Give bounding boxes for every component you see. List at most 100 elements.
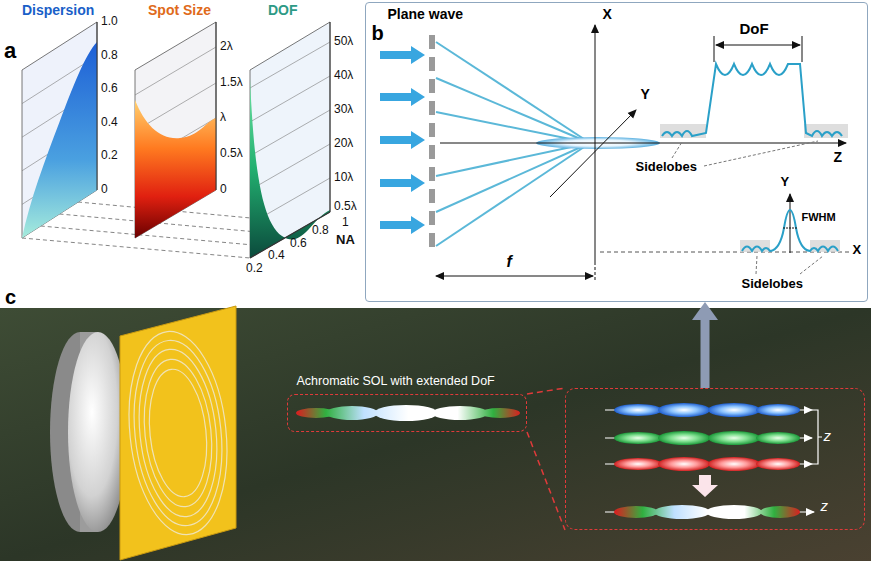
tick-label: 20λ (334, 137, 353, 151)
axis-line (330, 22, 331, 212)
plate (120, 306, 236, 560)
arrow-head (692, 302, 718, 320)
sidelobe-shade (740, 240, 770, 252)
beam-lobe (654, 505, 710, 519)
plot-title: DOF (268, 2, 298, 18)
ring (143, 366, 212, 499)
dof-bracket (716, 45, 800, 46)
beam-lobe (760, 506, 800, 518)
plot-title: Dispersion (22, 2, 94, 18)
psf-curve (742, 210, 838, 251)
ray (436, 143, 590, 246)
grid-line (250, 42, 330, 88)
dimension-label: FWHM (802, 211, 836, 224)
beam-lobe (658, 431, 710, 445)
intensity-curve (662, 64, 842, 136)
metalens-mask (429, 35, 435, 252)
tick-label: 30λ (334, 103, 353, 117)
ring (137, 356, 218, 510)
focal-tick (595, 262, 596, 280)
leader-line (704, 141, 818, 166)
plane-wave-arrows (380, 46, 425, 234)
ring (120, 327, 237, 540)
tick-label: 0.5λ (220, 147, 243, 161)
x-axis (595, 25, 596, 262)
wave-arrow (380, 174, 425, 192)
dof-curve (250, 78, 330, 258)
dispersion-panel (22, 22, 97, 238)
ray (436, 42, 590, 143)
tick-label: 0.2 (246, 262, 263, 276)
tick-label: 0.4 (101, 116, 118, 130)
tick-label: 0.8 (312, 224, 329, 238)
beam-lobe (658, 457, 710, 471)
axial-profile (660, 36, 848, 166)
panel-letter: b (372, 22, 384, 45)
transverse-profile (600, 194, 849, 274)
blue-beam (614, 403, 800, 417)
beam-lobe (708, 403, 760, 417)
grid-line (135, 47, 216, 95)
beam-lobe (326, 406, 378, 420)
beam-lobe (614, 432, 662, 444)
color-beams (605, 403, 822, 519)
grid-line (250, 76, 330, 122)
focal-length-arrow (436, 276, 593, 277)
plot-title: Spot Size (148, 2, 211, 18)
panel-letter: a (4, 38, 16, 63)
sidelobe-shade (810, 240, 840, 252)
disc-face (68, 332, 128, 532)
tick-label: 10λ (334, 171, 353, 185)
beam-lobe (480, 408, 520, 418)
na-axis (250, 212, 330, 258)
merge-arrow (692, 475, 718, 497)
dashed-frame: Achromatic SOL with extended DoF (287, 394, 527, 432)
ring (126, 336, 231, 530)
tick-label: 50λ (334, 35, 353, 49)
axis-name: Y (641, 86, 650, 102)
ring (131, 345, 224, 520)
axis-title: Plane wave (388, 6, 464, 22)
panel-plane (250, 22, 330, 258)
panel-plane (22, 22, 97, 238)
grid-line (250, 110, 330, 156)
beam-lobe (374, 405, 438, 421)
dof-tick (802, 36, 803, 62)
wave-arrow (380, 131, 425, 149)
z-axis (440, 143, 846, 144)
tick-label: 1 (342, 216, 349, 230)
beam-lobe (756, 458, 800, 470)
ray (436, 78, 590, 143)
leader-line (800, 256, 823, 274)
beam-lobe (756, 404, 800, 416)
red-beam (614, 457, 800, 471)
spot-size-curve (135, 100, 216, 238)
floor-line (41, 226, 270, 247)
beam-lobe (614, 506, 658, 518)
tick-label: 0 (220, 183, 227, 197)
axis-name: X (603, 6, 612, 22)
leader-line (756, 256, 757, 274)
inset-frame: zz (565, 388, 865, 530)
tick-label: 1.5λ (220, 76, 243, 90)
fwhm-line (783, 228, 797, 229)
connector-line (527, 388, 565, 530)
lens-mount (50, 332, 128, 532)
connector-shaft (701, 320, 710, 388)
wave-arrow (380, 46, 425, 64)
tick-label: 0.6 (290, 237, 307, 251)
tick-label: 1.0 (101, 15, 118, 29)
axis-name: Y (781, 175, 790, 190)
grid-line (250, 144, 330, 190)
combined-beam (614, 505, 800, 519)
floor-line (22, 238, 250, 258)
beam-lobe (706, 505, 762, 519)
beam-lobe (614, 458, 662, 470)
ring-pattern (120, 327, 237, 540)
ray (436, 143, 590, 212)
y-axis (790, 194, 791, 253)
tick-label: 0 (101, 183, 108, 197)
